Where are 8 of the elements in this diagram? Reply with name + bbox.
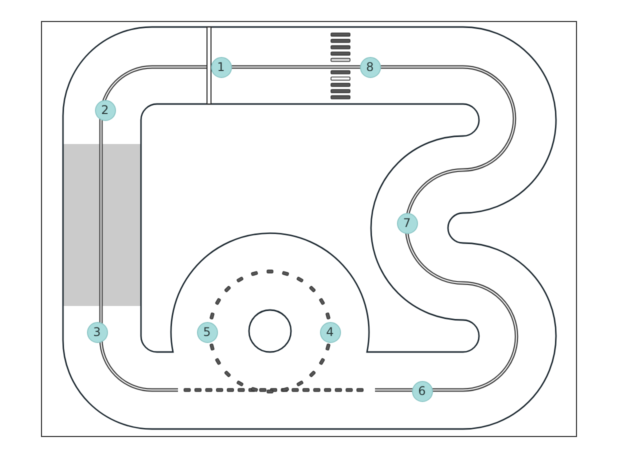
callout-number: 5 (196, 322, 218, 342)
callout-number: 3 (86, 322, 108, 342)
callout-number: 1 (210, 56, 232, 78)
callout-number: 7 (396, 212, 418, 234)
callout-number: 6 (412, 380, 432, 402)
callout-number: 8 (360, 56, 380, 78)
callout-number: 4 (320, 322, 340, 342)
callout-number: 2 (94, 100, 116, 120)
